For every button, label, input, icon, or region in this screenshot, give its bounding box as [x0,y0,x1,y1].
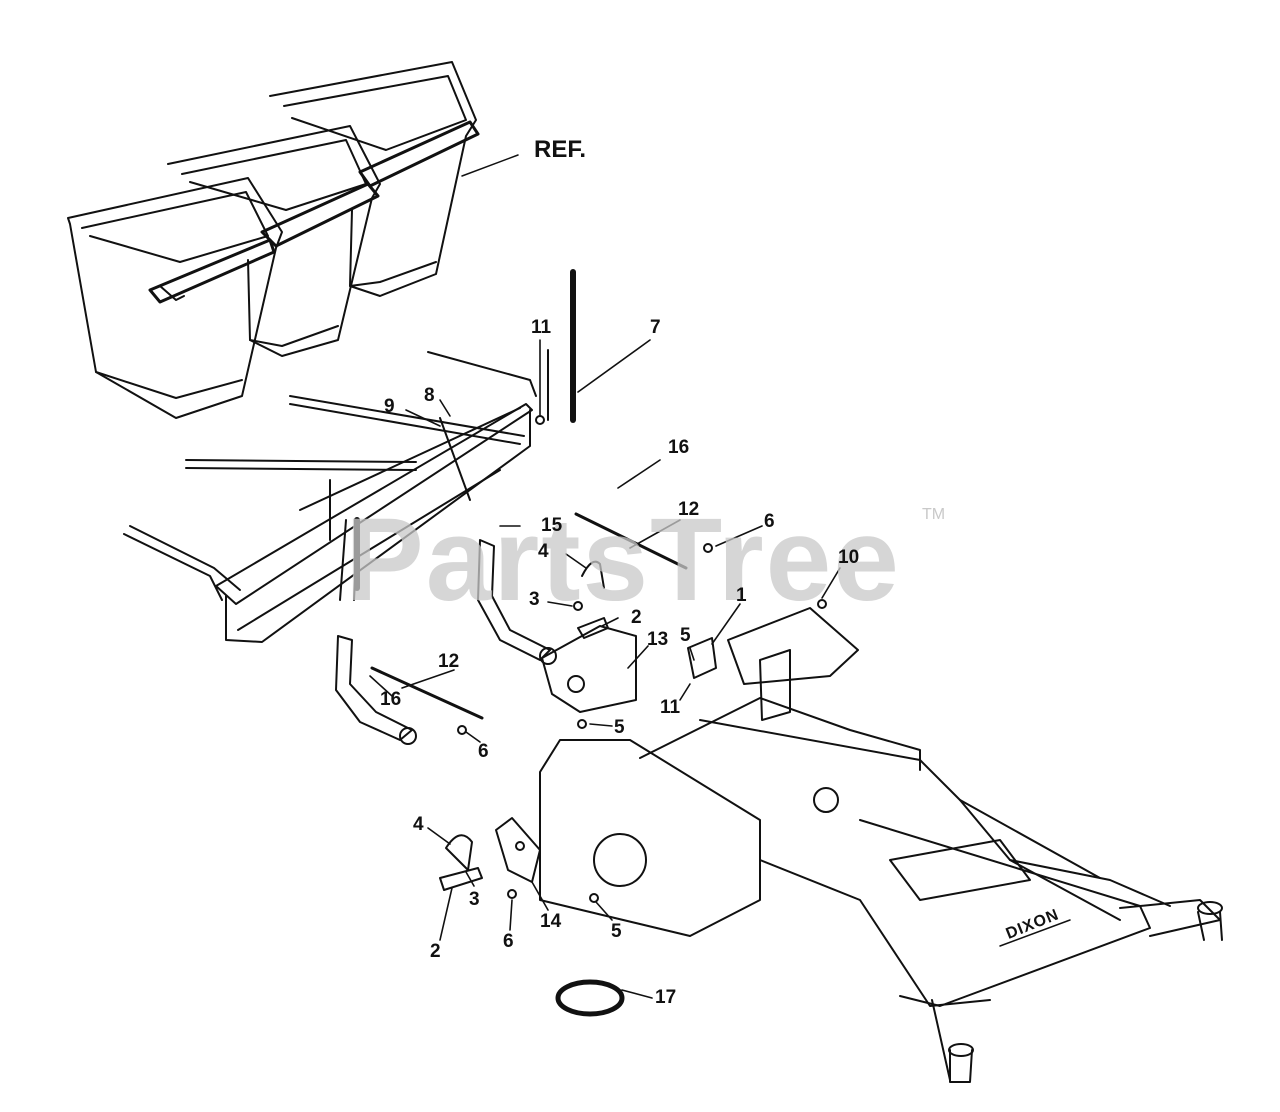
callout-12: 12 [678,499,700,520]
reference-label: REF. [534,136,587,163]
latch-plate-1 [687,637,717,679]
callout-5: 5 [611,921,622,942]
trademark-mark: TM [922,506,946,523]
callout-11: 11 [531,317,552,338]
callout-10: 10 [838,547,860,568]
callout-17: 17 [655,987,677,1008]
grass-bag-left [67,177,283,419]
nut-6-lower [507,889,517,899]
callout-6: 6 [478,741,489,762]
callout-5: 5 [614,717,625,738]
callout-7: 7 [650,317,661,338]
nut-5-lower [589,893,599,903]
callout-2: 2 [631,607,642,628]
callout-1: 1 [736,585,747,606]
callout-4: 4 [538,541,549,562]
callout-4: 4 [413,814,424,835]
mount-bracket-13 [541,625,637,713]
callout-15: 15 [541,515,563,536]
callout-9: 9 [384,396,395,417]
pivot-rod-upper [574,512,688,570]
nut-5-middle [577,719,587,729]
band-17 [555,979,625,1017]
mount-bracket-14 [495,817,541,883]
callout-12: 12 [438,651,460,672]
callout-13: 13 [647,629,669,650]
callout-3: 3 [469,889,480,910]
callout-16: 16 [668,437,690,458]
callout-8: 8 [424,385,435,406]
screw-11-upper [535,415,545,425]
callout-6: 6 [764,511,775,532]
callout-11: 11 [660,697,681,718]
tractor-frame [539,607,1223,1083]
screw-10 [817,599,827,609]
pin-assembly-lower [439,834,483,891]
callout-5: 5 [680,625,691,646]
watermark: PartsTree [345,494,901,626]
callout-2: 2 [430,941,441,962]
bagger-mount-frame [123,351,537,643]
callout-3: 3 [529,589,540,610]
nut-6-left [457,725,467,735]
grass-bag-right [269,61,519,297]
lift-arm-right [477,539,557,665]
leader-lines [369,339,841,999]
hairpin-upper [581,560,605,589]
callout-6: 6 [503,931,514,952]
grass-bag-middle [167,125,381,357]
callout-16: 16 [380,689,402,710]
pivot-rod-lower [370,666,484,720]
nut-6-right [703,543,713,553]
washer-3 [573,601,583,611]
callout-14: 14 [540,911,562,932]
